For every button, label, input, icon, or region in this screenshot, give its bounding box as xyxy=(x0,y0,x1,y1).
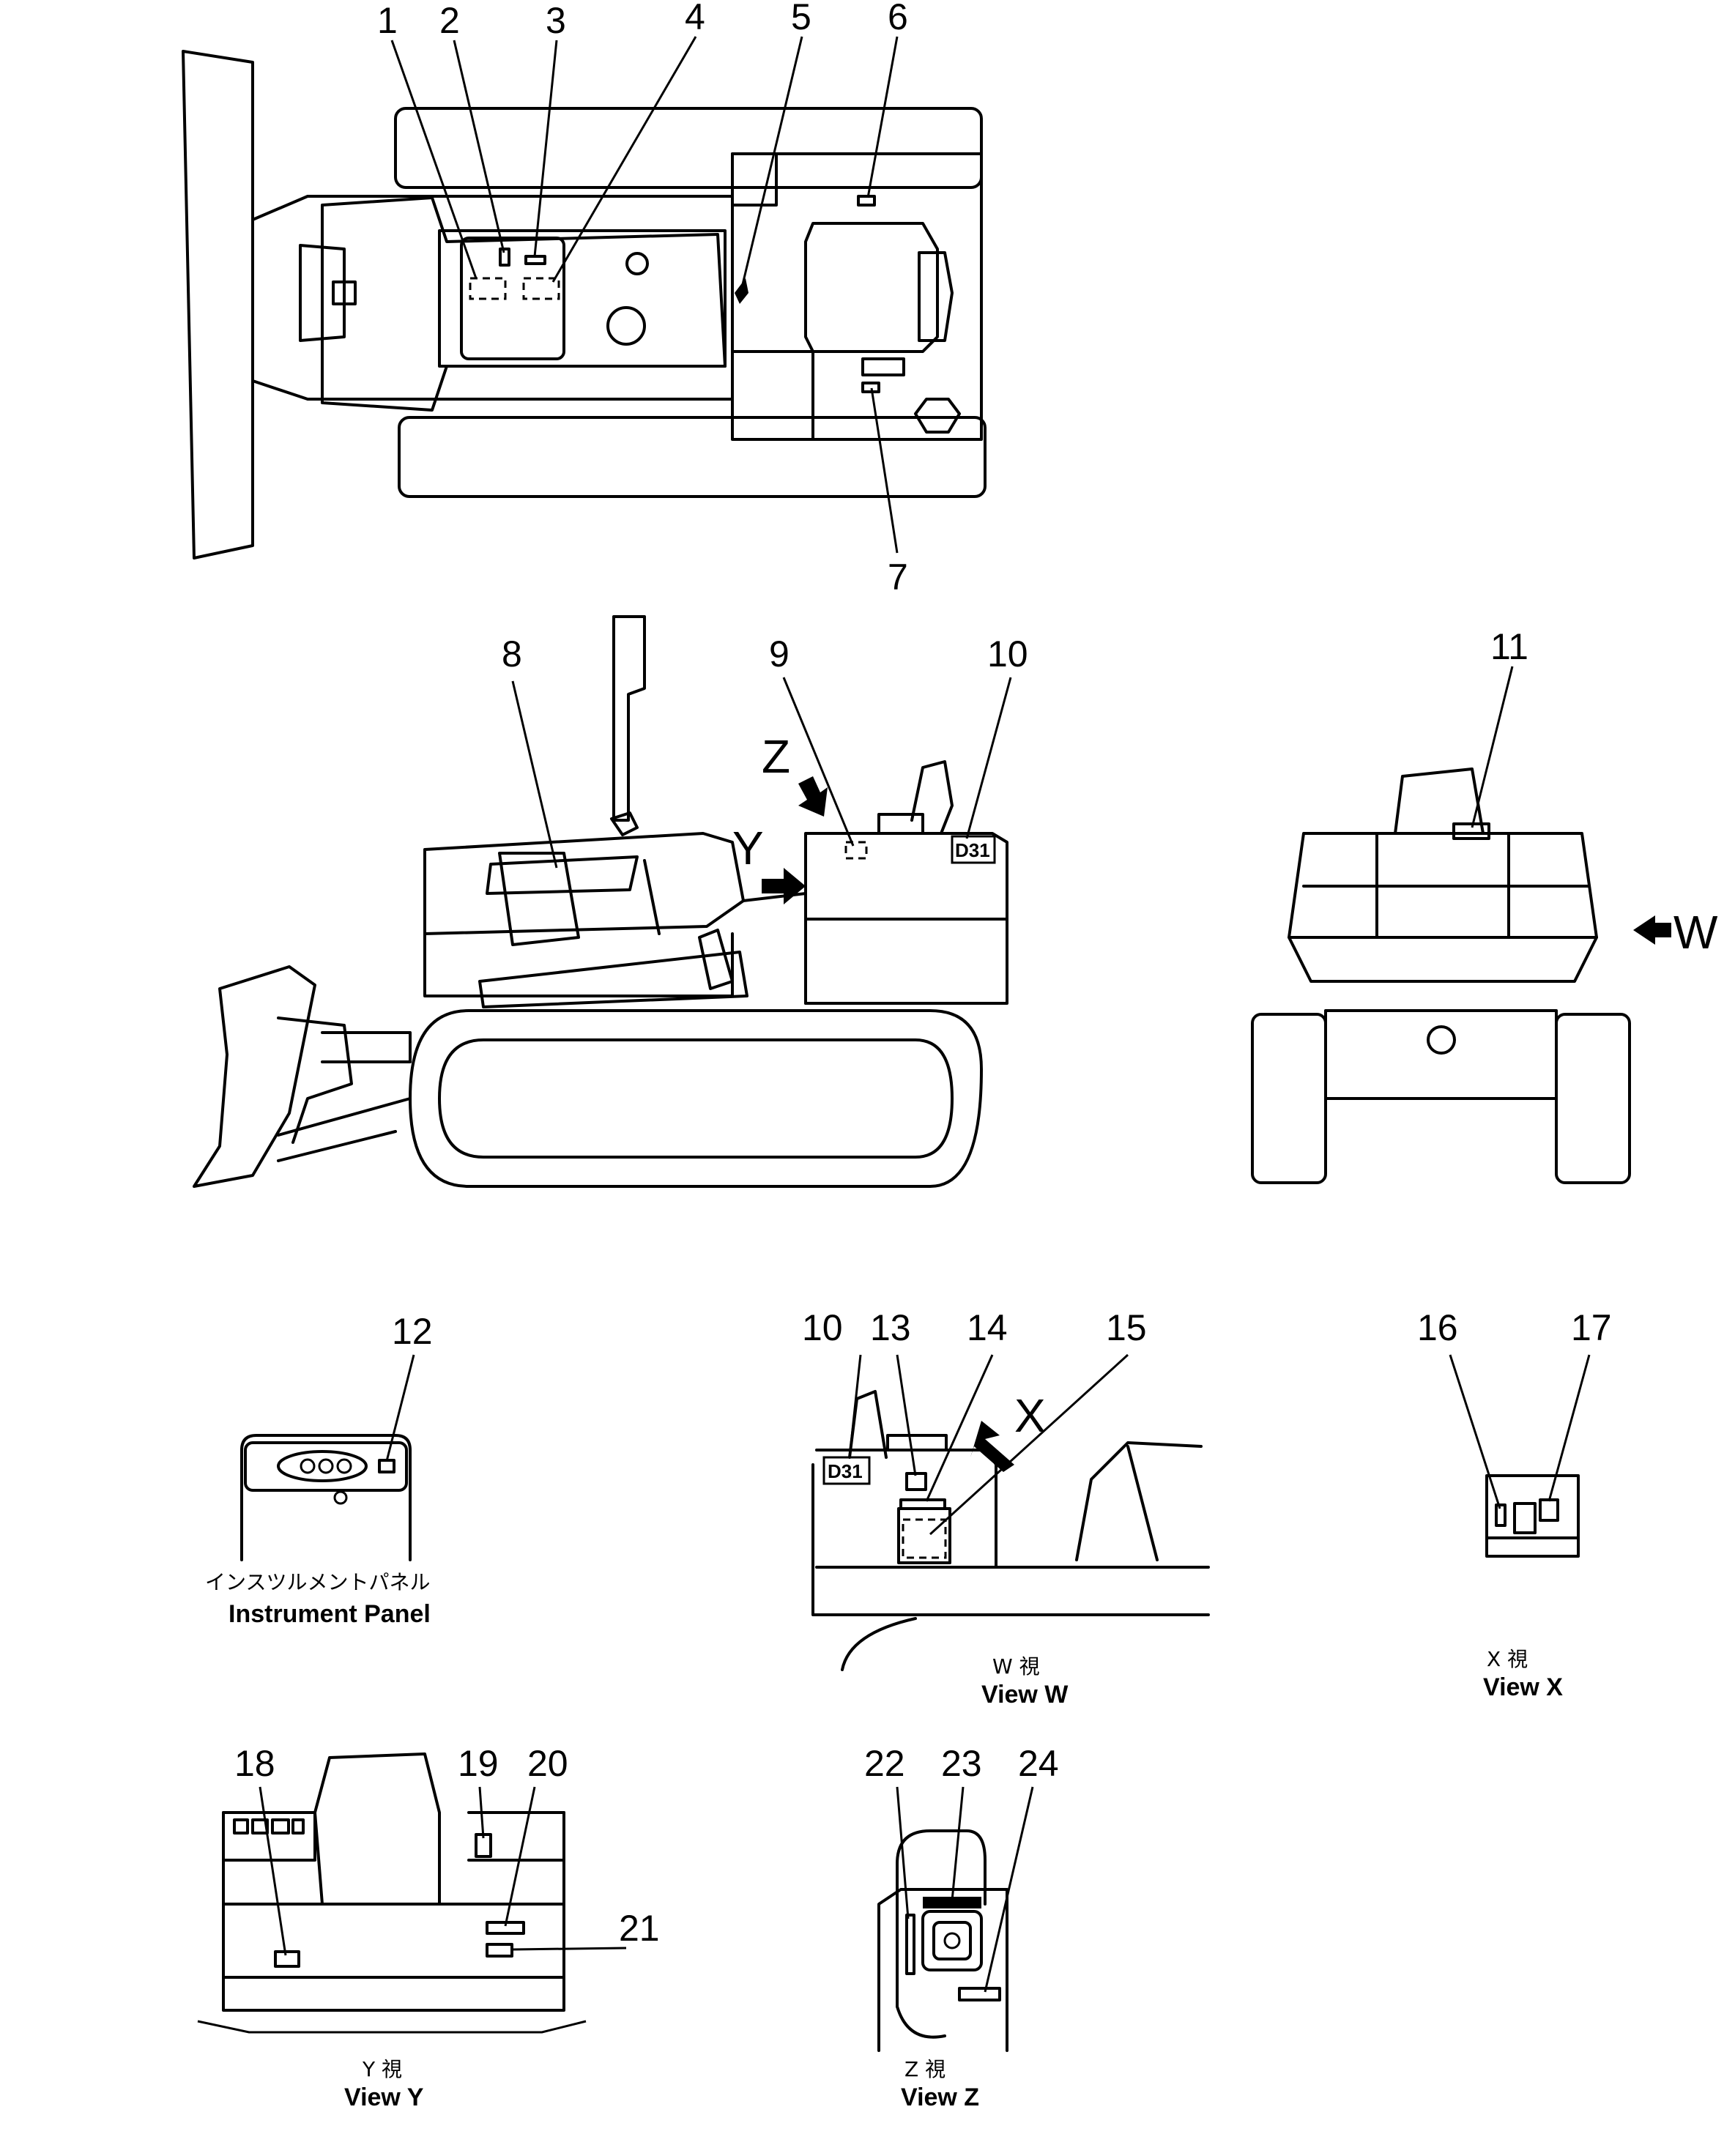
callout-17: 17 xyxy=(1571,1307,1612,1348)
view-w-arrow-label: W xyxy=(1673,906,1718,959)
view-x: X 視 View X xyxy=(1483,1474,1580,1701)
callout-7: 7 xyxy=(888,557,908,598)
callout-numbers: 1 2 3 4 5 6 7 8 9 10 11 12 10 13 14 15 1… xyxy=(234,0,1612,1949)
view-z-arrow-label: Z xyxy=(762,730,790,783)
callout-13: 13 xyxy=(870,1307,911,1348)
model-mark: D31 xyxy=(955,839,990,861)
view-w-caption-jp: W 視 xyxy=(992,1654,1040,1679)
callout-1: 1 xyxy=(377,0,398,41)
callout-2: 2 xyxy=(439,0,460,41)
view-x-caption: View X xyxy=(1483,1673,1563,1701)
instrument-panel-caption: Instrument Panel xyxy=(229,1600,431,1628)
view-y-caption-jp: Y 視 xyxy=(362,2057,402,2081)
view-z-caption: View Z xyxy=(901,2083,979,2111)
callout-24: 24 xyxy=(1018,1743,1059,1784)
callout-23: 23 xyxy=(941,1743,982,1784)
callout-19: 19 xyxy=(458,1743,499,1784)
instrument-panel-caption-jp: インスツルメントパネル xyxy=(205,1570,430,1594)
callout-11: 11 xyxy=(1490,626,1528,667)
instrument-panel-view: インスツルメントパネル Instrument Panel xyxy=(205,1434,431,1628)
view-z-caption-jp: Z 視 xyxy=(904,2057,945,2081)
view-y-arrow-label: Y xyxy=(732,822,764,874)
callout-20: 20 xyxy=(527,1743,568,1784)
callout-8: 8 xyxy=(502,633,522,674)
callout-18: 18 xyxy=(234,1743,275,1784)
callout-14: 14 xyxy=(967,1307,1008,1348)
callout-4: 4 xyxy=(685,0,705,37)
view-y-caption: View Y xyxy=(344,2083,424,2111)
view-w: D31 X W 視 View W xyxy=(811,1389,1210,1709)
callout-21: 21 xyxy=(619,1908,660,1949)
leader-lines xyxy=(259,36,1591,1993)
callout-5: 5 xyxy=(791,0,811,37)
view-w-caption: View W xyxy=(981,1681,1069,1709)
callout-12: 12 xyxy=(392,1311,433,1352)
view-y: Y 視 View Y xyxy=(197,1752,587,2111)
callout-9: 9 xyxy=(769,633,790,674)
side-view: D31 Y Z xyxy=(193,615,1008,1188)
callout-6: 6 xyxy=(888,0,908,37)
callout-22: 22 xyxy=(864,1743,905,1784)
view-z: Z 視 View Z xyxy=(877,1829,1008,2111)
callout-10: 10 xyxy=(987,633,1028,674)
top-view xyxy=(182,50,987,560)
callout-3: 3 xyxy=(546,0,566,41)
model-mark-w: D31 xyxy=(828,1460,863,1482)
callout-15: 15 xyxy=(1106,1307,1147,1348)
callout-10-view-w: 10 xyxy=(802,1307,843,1348)
callout-16: 16 xyxy=(1417,1307,1458,1348)
rear-view: W xyxy=(1251,767,1718,1184)
view-x-caption-jp: X 視 xyxy=(1487,1647,1528,1671)
